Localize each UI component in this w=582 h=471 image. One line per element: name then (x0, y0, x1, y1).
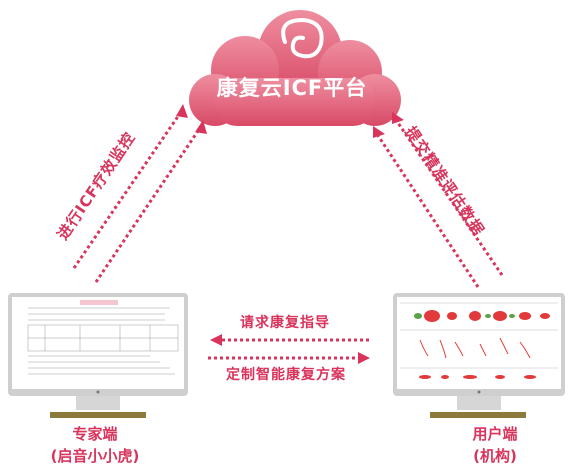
expert-sub: (启音小小虎) (50, 447, 140, 465)
platform-title: 康复云ICF平台 (216, 76, 368, 100)
user-caption: 用户端 (机构) (440, 423, 550, 467)
label-request-guidance: 请求康复指导 (240, 315, 330, 331)
expert-name: 专家端 (72, 425, 118, 443)
label-custom-plan: 定制智能康复方案 (226, 367, 346, 383)
arrow-left-outer (72, 111, 183, 269)
user-name: 用户端 (472, 425, 518, 443)
expert-caption: 专家端 (启音小小虎) (30, 423, 160, 467)
user-sub: (机构) (473, 447, 517, 465)
